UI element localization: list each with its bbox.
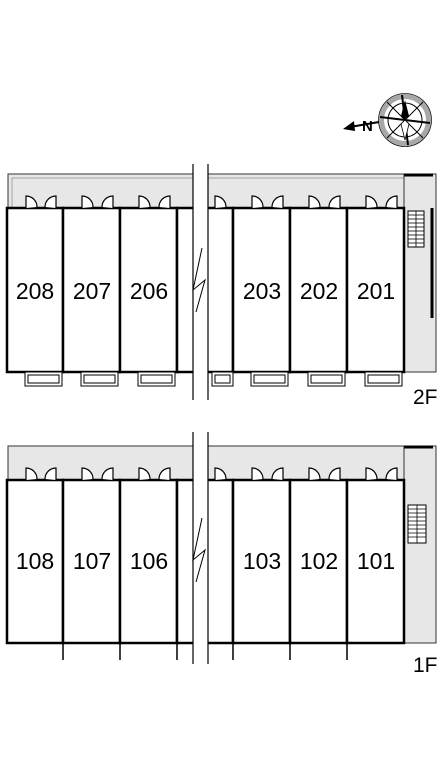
room-box <box>61 478 122 645</box>
room-box <box>345 478 406 645</box>
break-line-1f <box>192 432 209 664</box>
stair-landing-1f <box>403 445 437 644</box>
room-box <box>288 478 349 645</box>
floor-1f-plan: 108 107 106 103 102 101 1F <box>5 432 438 677</box>
floor-label: 1F <box>413 654 438 677</box>
room-number-label: 206 <box>130 278 168 304</box>
north-label: N <box>362 118 373 135</box>
balconies-2f <box>24 371 403 387</box>
staircase-1f <box>407 504 427 544</box>
room-number-label: 202 <box>300 278 338 304</box>
room-number-label: 102 <box>300 548 338 574</box>
floor-2f-plan: 208 207 206 203 202 201 2F <box>5 164 438 409</box>
room-number-label: 107 <box>73 548 111 574</box>
compass-rose-icon <box>378 93 432 147</box>
room-box <box>118 478 179 645</box>
doors-1f <box>25 467 398 480</box>
room-number-label: 108 <box>16 548 54 574</box>
compass: N <box>343 93 432 147</box>
room-number-label: 101 <box>357 548 395 574</box>
north-arrow-icon <box>343 121 380 131</box>
room-number-label: 103 <box>243 548 281 574</box>
room-box <box>345 206 406 374</box>
room-number-label: 207 <box>73 278 111 304</box>
floor-label: 2F <box>413 386 438 409</box>
doors-2f <box>25 195 398 208</box>
break-line-2f <box>192 164 209 400</box>
room-box <box>231 478 292 645</box>
room-number-label: 106 <box>130 548 168 574</box>
staircase-2f <box>407 210 425 248</box>
room-box <box>5 206 65 374</box>
room-number-label: 208 <box>16 278 54 304</box>
partition-walls-1f <box>62 643 348 660</box>
room-number-label: 203 <box>243 278 281 304</box>
room-number-label: 201 <box>357 278 395 304</box>
room-box <box>118 206 179 374</box>
